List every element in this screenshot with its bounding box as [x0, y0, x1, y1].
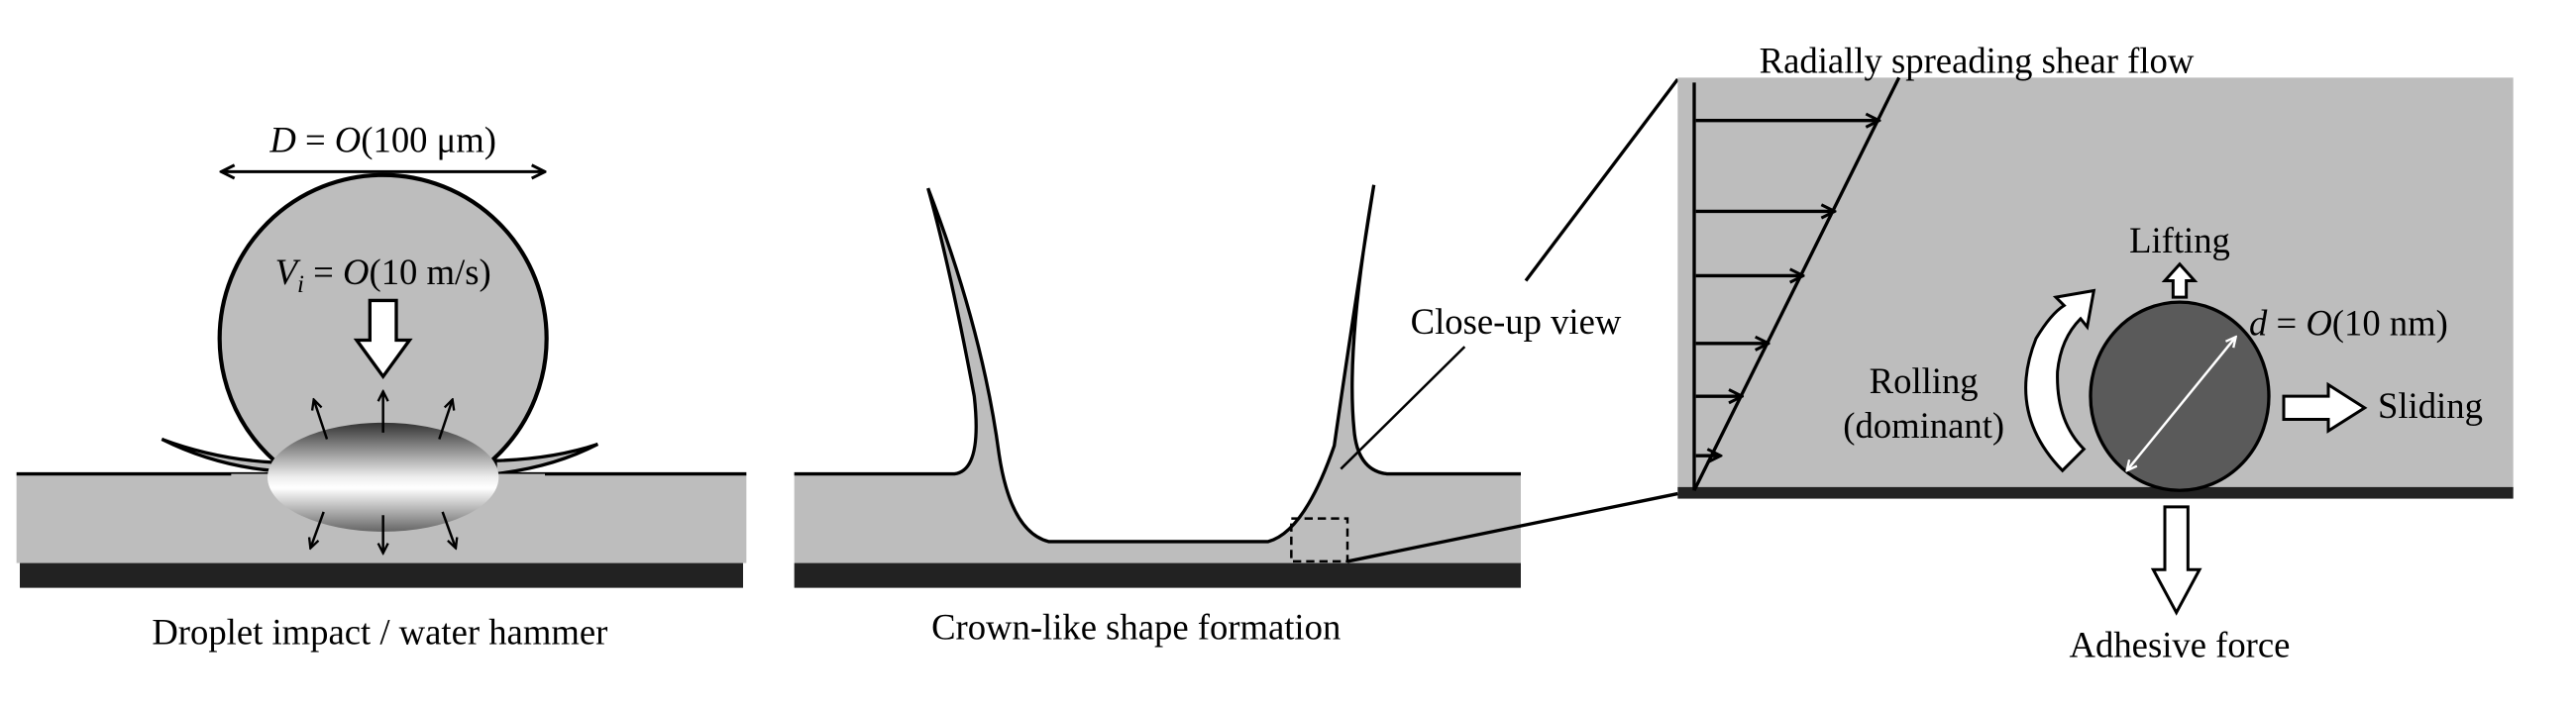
- compressed-region: [268, 422, 499, 532]
- diameter-label: D = O(100 μm): [268, 119, 496, 159]
- impact-arrow-icon: [353, 298, 413, 380]
- pressure-wave-arrows: [310, 391, 456, 553]
- lifting-arrow-icon: [2161, 261, 2199, 299]
- nanoparticle: [2089, 300, 2271, 492]
- sliding-arrow-icon: [2282, 381, 2368, 434]
- substrate: [20, 562, 743, 588]
- panel-closeup: Radially spreading shear flow Lifting d …: [1677, 40, 2514, 665]
- adhesive-label: Adhesive force: [2070, 625, 2291, 665]
- zoom-line-bottom: [1346, 491, 1678, 563]
- sliding-label: Sliding: [2378, 385, 2483, 426]
- rolling-label: Rolling: [1870, 360, 1979, 401]
- zoom-line-top: [1524, 78, 1679, 282]
- closeup-label: Close-up view: [1411, 301, 1622, 342]
- wall-surface: [1677, 486, 2514, 499]
- velocity-label: Vi = O(10 m/s): [275, 252, 491, 298]
- crown-outline: [794, 184, 1521, 544]
- rolling-note: (dominant): [1843, 405, 2004, 446]
- splash-right: [493, 442, 599, 476]
- lifting-label: Lifting: [2129, 220, 2230, 260]
- closeup-leader: [1340, 346, 1466, 470]
- particle-diameter-arrow: [2127, 337, 2236, 470]
- adhesive-arrow-icon: [2150, 505, 2202, 616]
- panel-crown-formation: Close-up view Crown-like shape formation: [794, 78, 1679, 647]
- panel-droplet-impact: D = O(100 μm) Vi = O(10 m/s) Droplet imp…: [16, 119, 747, 652]
- velocity-profile-line: [1692, 76, 1901, 491]
- crown-liquid: [794, 184, 1521, 563]
- particle-diameter-label: d = O(10 nm): [2249, 302, 2448, 343]
- shear-flow-title: Radially spreading shear flow: [1760, 40, 2195, 80]
- substrate: [794, 562, 1521, 588]
- rolling-arrow-icon: [2024, 288, 2096, 473]
- caption-droplet-impact: Droplet impact / water hammer: [152, 611, 607, 652]
- closeup-region-box: [1290, 517, 1349, 563]
- velocity-arrows: [1695, 121, 1879, 456]
- caption-crown-formation: Crown-like shape formation: [931, 606, 1341, 647]
